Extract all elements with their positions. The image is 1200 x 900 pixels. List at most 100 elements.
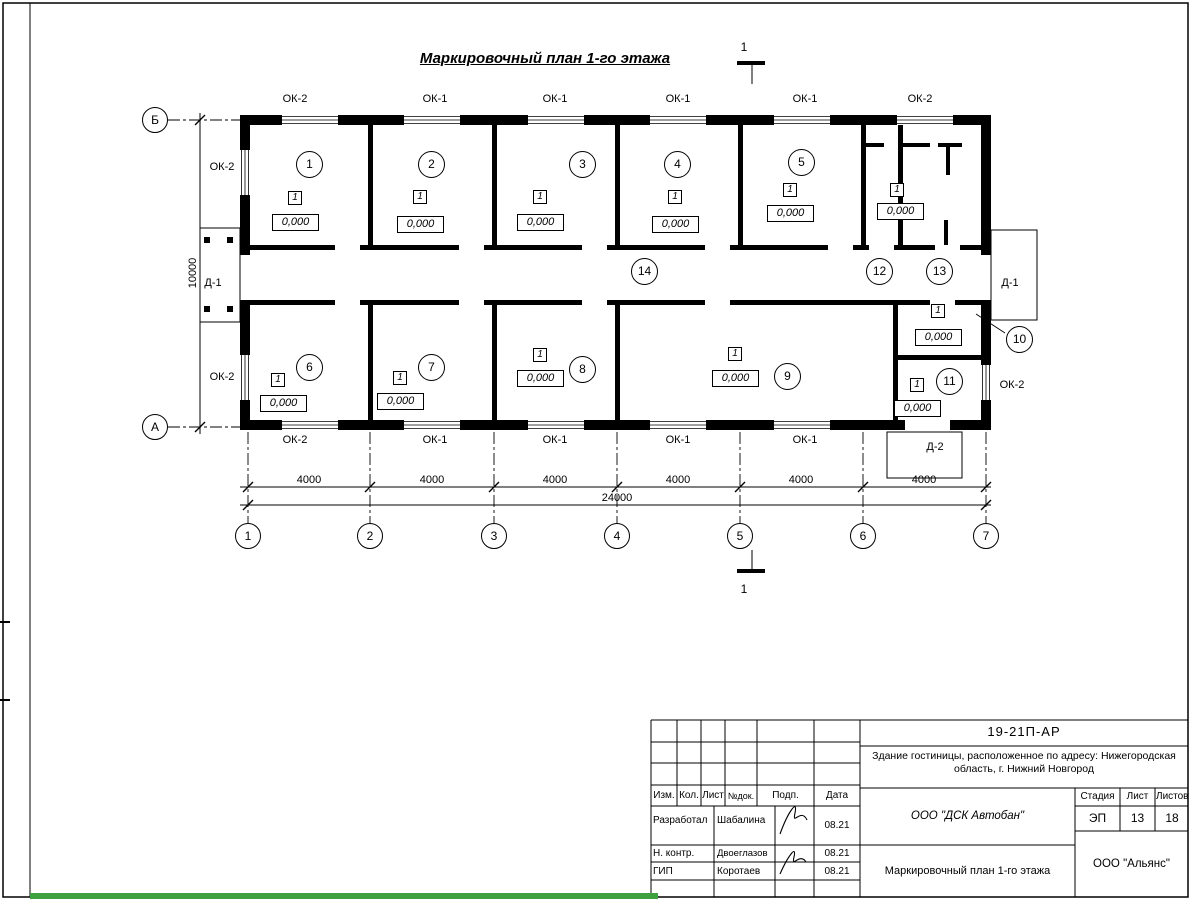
axis-circle: А [142,414,168,440]
dim-label: 4000 [419,474,445,486]
room-number-circle: 5 [788,149,815,176]
dim-label-total: 24000 [601,492,633,504]
axis-circle: 1 [235,523,261,549]
window-label: ОК-1 [542,93,568,105]
room-number-circle: 12 [866,258,893,285]
titleblock-col-header: Кол. [679,790,699,801]
elevation-type-box: 1 [668,190,682,204]
bottom-green-strip [30,893,658,899]
axis-circle: 7 [973,523,999,549]
elevation-type-box: 1 [413,190,427,204]
dimension-lines [194,113,992,511]
window-label: ОК-1 [792,93,818,105]
signatures [779,806,808,875]
walls [204,115,991,430]
window-label: ОК-2 [999,379,1025,391]
elevation-type-box: 1 [533,348,547,362]
room-number-circle: 3 [569,151,596,178]
sheet-label: Лист [1126,791,1149,802]
door-label: Д-2 [926,441,944,453]
dim-label: 4000 [665,474,691,486]
window-label: ОК-1 [792,434,818,446]
elevation-value-box: 0,000 [877,203,924,220]
titleblock-role: Разработал [653,815,708,826]
axis-circle: 2 [357,523,383,549]
section-marks [737,61,765,573]
sheet-value: 13 [1130,811,1145,825]
elevation-value-box: 0,000 [652,216,699,233]
stage-value: ЭП [1088,811,1107,825]
axis-circle: 3 [481,523,507,549]
elevation-type-box: 1 [728,347,742,361]
dim-label-vertical: 10000 [187,257,199,289]
window-label: ОК-1 [542,434,568,446]
titleblock-col-header: Лист [702,790,724,801]
titleblock-name: Коротаев [717,866,761,877]
window-label: ОК-2 [907,93,933,105]
room-number-circle: 10 [1006,326,1033,353]
axis-circle: 5 [727,523,753,549]
titleblock-col-header: Подп. [772,790,799,801]
window-label: ОК-2 [282,434,308,446]
window-symbols [241,116,990,429]
titleblock-object-name: Здание гостиницы, расположенное по адрес… [872,750,1176,775]
signature [779,851,807,875]
elevation-value-box: 0,000 [260,395,307,412]
room-number-circle: 14 [631,258,658,285]
window-label: ОК-2 [209,371,235,383]
drawing-title: Маркировочный план 1-го этажа [419,50,671,67]
window-label: ОК-2 [282,93,308,105]
room-number-circle: 7 [418,354,445,381]
dim-label: 4000 [911,474,937,486]
section-mark-label: 1 [740,40,748,54]
room-number-circle: 11 [936,368,963,395]
window-label: ОК-1 [665,93,691,105]
window-label: ОК-1 [665,434,691,446]
elevation-value-box: 0,000 [517,370,564,387]
sheets-label: Листов [1156,791,1188,802]
titleblock-name: Двоеглазов [717,848,768,859]
stage-label: Стадия [1080,791,1115,802]
door-label: Д-1 [1001,277,1019,289]
room-number-circle: 2 [418,151,445,178]
titleblock-doc-number: 19-21П-АР [987,724,1061,739]
room-number-circle: 13 [926,258,953,285]
elevation-value-box: 0,000 [767,205,814,222]
axis-circle: 4 [604,523,630,549]
elevation-value-box: 0,000 [517,214,564,231]
room-number-circle: 6 [296,354,323,381]
room-number-circle: 1 [296,151,323,178]
dim-label: 4000 [296,474,322,486]
room-number-circle: 9 [774,363,801,390]
titleblock-date: 08.21 [824,866,850,877]
door-label: Д-1 [204,277,222,289]
titleblock-col-header: №док. [727,791,755,801]
titleblock-date: 08.21 [824,848,850,859]
titleblock-org-designer: ООО "ДСК Автобан" [910,810,1025,822]
elevation-value-box: 0,000 [377,393,424,410]
signature [779,806,808,835]
elevation-type-box: 1 [890,183,904,197]
titleblock-role: ГИП [653,866,673,877]
axis-lines [168,119,987,523]
window-label: ОК-1 [422,434,448,446]
elevation-value-box: 0,000 [915,329,962,346]
elevation-type-box: 1 [931,304,945,318]
dim-label: 4000 [542,474,568,486]
room-number-circle: 8 [569,356,596,383]
elevation-type-box: 1 [783,183,797,197]
titleblock-date: 08.21 [824,820,850,831]
axis-circle: 6 [850,523,876,549]
room-number-circle: 4 [664,151,691,178]
axis-circle: Б [142,107,168,133]
titleblock-name: Шабалина [717,815,766,826]
section-mark-label: 1 [740,582,748,596]
elevation-type-box: 1 [533,190,547,204]
elevation-value-box: 0,000 [712,370,759,387]
elevation-type-box: 1 [393,371,407,385]
titleblock-sheet-title: Маркировочный план 1-го этажа [884,865,1051,877]
elevation-type-box: 1 [288,191,302,205]
titleblock-role: Н. контр. [653,848,695,859]
